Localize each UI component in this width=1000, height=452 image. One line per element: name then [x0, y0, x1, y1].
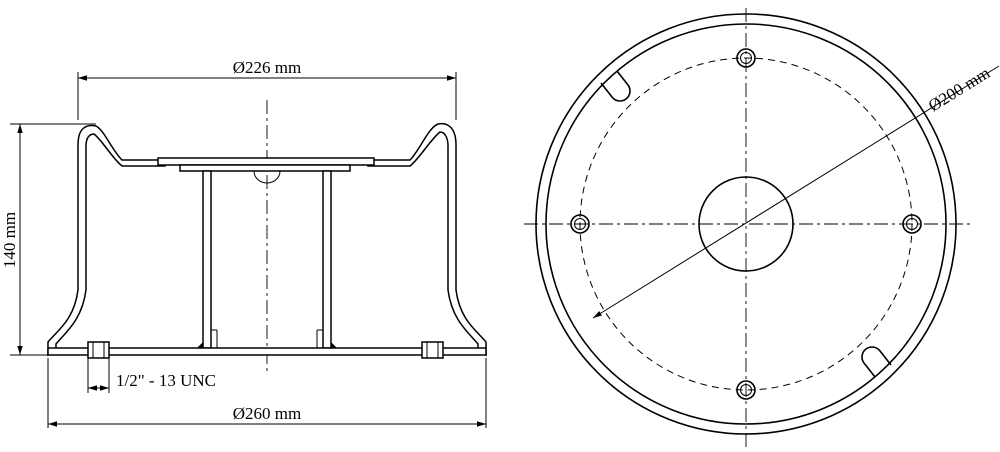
bolt-circle-label: Ø200 mm [925, 63, 993, 115]
left-inner-tube [202, 170, 212, 349]
left-outer-wall [47, 124, 166, 357]
bolt-hole-top [736, 48, 756, 68]
slot-bottom-right [861, 346, 892, 378]
weld-fillet-1 [197, 342, 203, 348]
bolt-hole-left [570, 214, 590, 234]
bolt-circle-diameter-line [592, 65, 1000, 319]
outer-rim-circle [535, 13, 957, 435]
thread-label: 1/2" - 13 UNC [116, 371, 216, 390]
bolt-circle [579, 57, 913, 391]
slot-top-left [600, 70, 631, 102]
top-plate [157, 157, 375, 166]
height-label: 140 mm [0, 212, 19, 268]
base-diameter-label: Ø260 mm [233, 404, 301, 423]
right-threaded-insert [421, 341, 444, 359]
inner-rim-circle [545, 23, 947, 425]
top-diameter-label: Ø226 mm [233, 58, 301, 77]
weld-fillet-2 [331, 342, 337, 348]
left-threaded-insert [87, 341, 110, 359]
bolt-hole-right [902, 214, 922, 234]
top-flange [179, 164, 351, 172]
center-hub [698, 176, 794, 272]
right-outer-wall [367, 122, 487, 357]
base-plate [47, 347, 487, 356]
right-inner-tube [322, 170, 332, 349]
plan-view: Ø200 mm [524, 8, 1000, 448]
bolt-hole-bottom [736, 380, 756, 400]
side-view: Ø226 mm 140 mm 1/2" - 13 UNC Ø260 mm [0, 58, 487, 428]
top-bore [253, 170, 281, 184]
